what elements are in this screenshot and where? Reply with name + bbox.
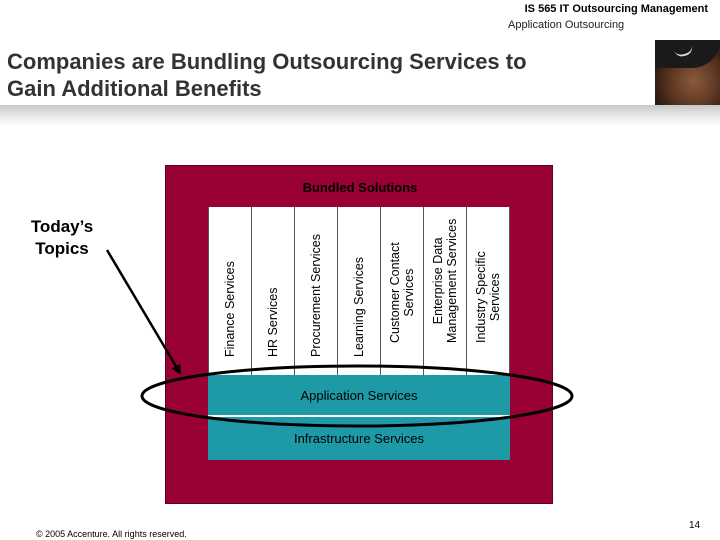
slide-title: Companies are Bundling Outsourcing Servi… xyxy=(7,48,607,102)
service-column-procurement: Procurement Services xyxy=(295,207,338,375)
slide-title-line-2: Gain Additional Benefits xyxy=(7,76,262,101)
application-services-label: Application Services xyxy=(300,388,418,403)
copyright-notice: © 2005 Accenture. All rights reserved. xyxy=(36,529,187,539)
callout-line-2: Topics xyxy=(35,239,89,258)
service-column-industry-specific: Industry Specific Services xyxy=(467,207,510,375)
infrastructure-services-label: Infrastructure Services xyxy=(293,431,425,446)
service-column-learning: Learning Services xyxy=(338,207,381,375)
service-columns: Finance Services HR Services Procurement… xyxy=(208,207,510,375)
title-underline-band xyxy=(0,105,720,127)
service-column-enterprise-data: Enterprise Data Management Services xyxy=(424,207,467,375)
service-column-customer-contact: Customer Contact Services xyxy=(381,207,424,375)
callout-arrow xyxy=(105,249,182,375)
bundled-solutions-label: Bundled Solutions xyxy=(302,180,418,195)
infrastructure-services-layer: Infrastructure Services xyxy=(208,417,510,460)
course-title: IS 565 IT Outsourcing Management xyxy=(524,3,708,15)
service-column-hr: HR Services xyxy=(252,207,295,375)
slide-title-line-1: Companies are Bundling Outsourcing Servi… xyxy=(7,49,527,74)
callout-line-1: Today’s xyxy=(30,217,94,236)
section-subtitle: Application Outsourcing xyxy=(508,19,625,31)
page-number: 14 xyxy=(689,520,701,531)
golfer-photo xyxy=(655,40,720,115)
service-column-finance: Finance Services xyxy=(208,207,252,375)
highlight-ellipse xyxy=(140,364,574,428)
application-services-layer: Application Services xyxy=(208,375,510,417)
todays-topics-callout: Today’s Topics xyxy=(22,216,102,260)
